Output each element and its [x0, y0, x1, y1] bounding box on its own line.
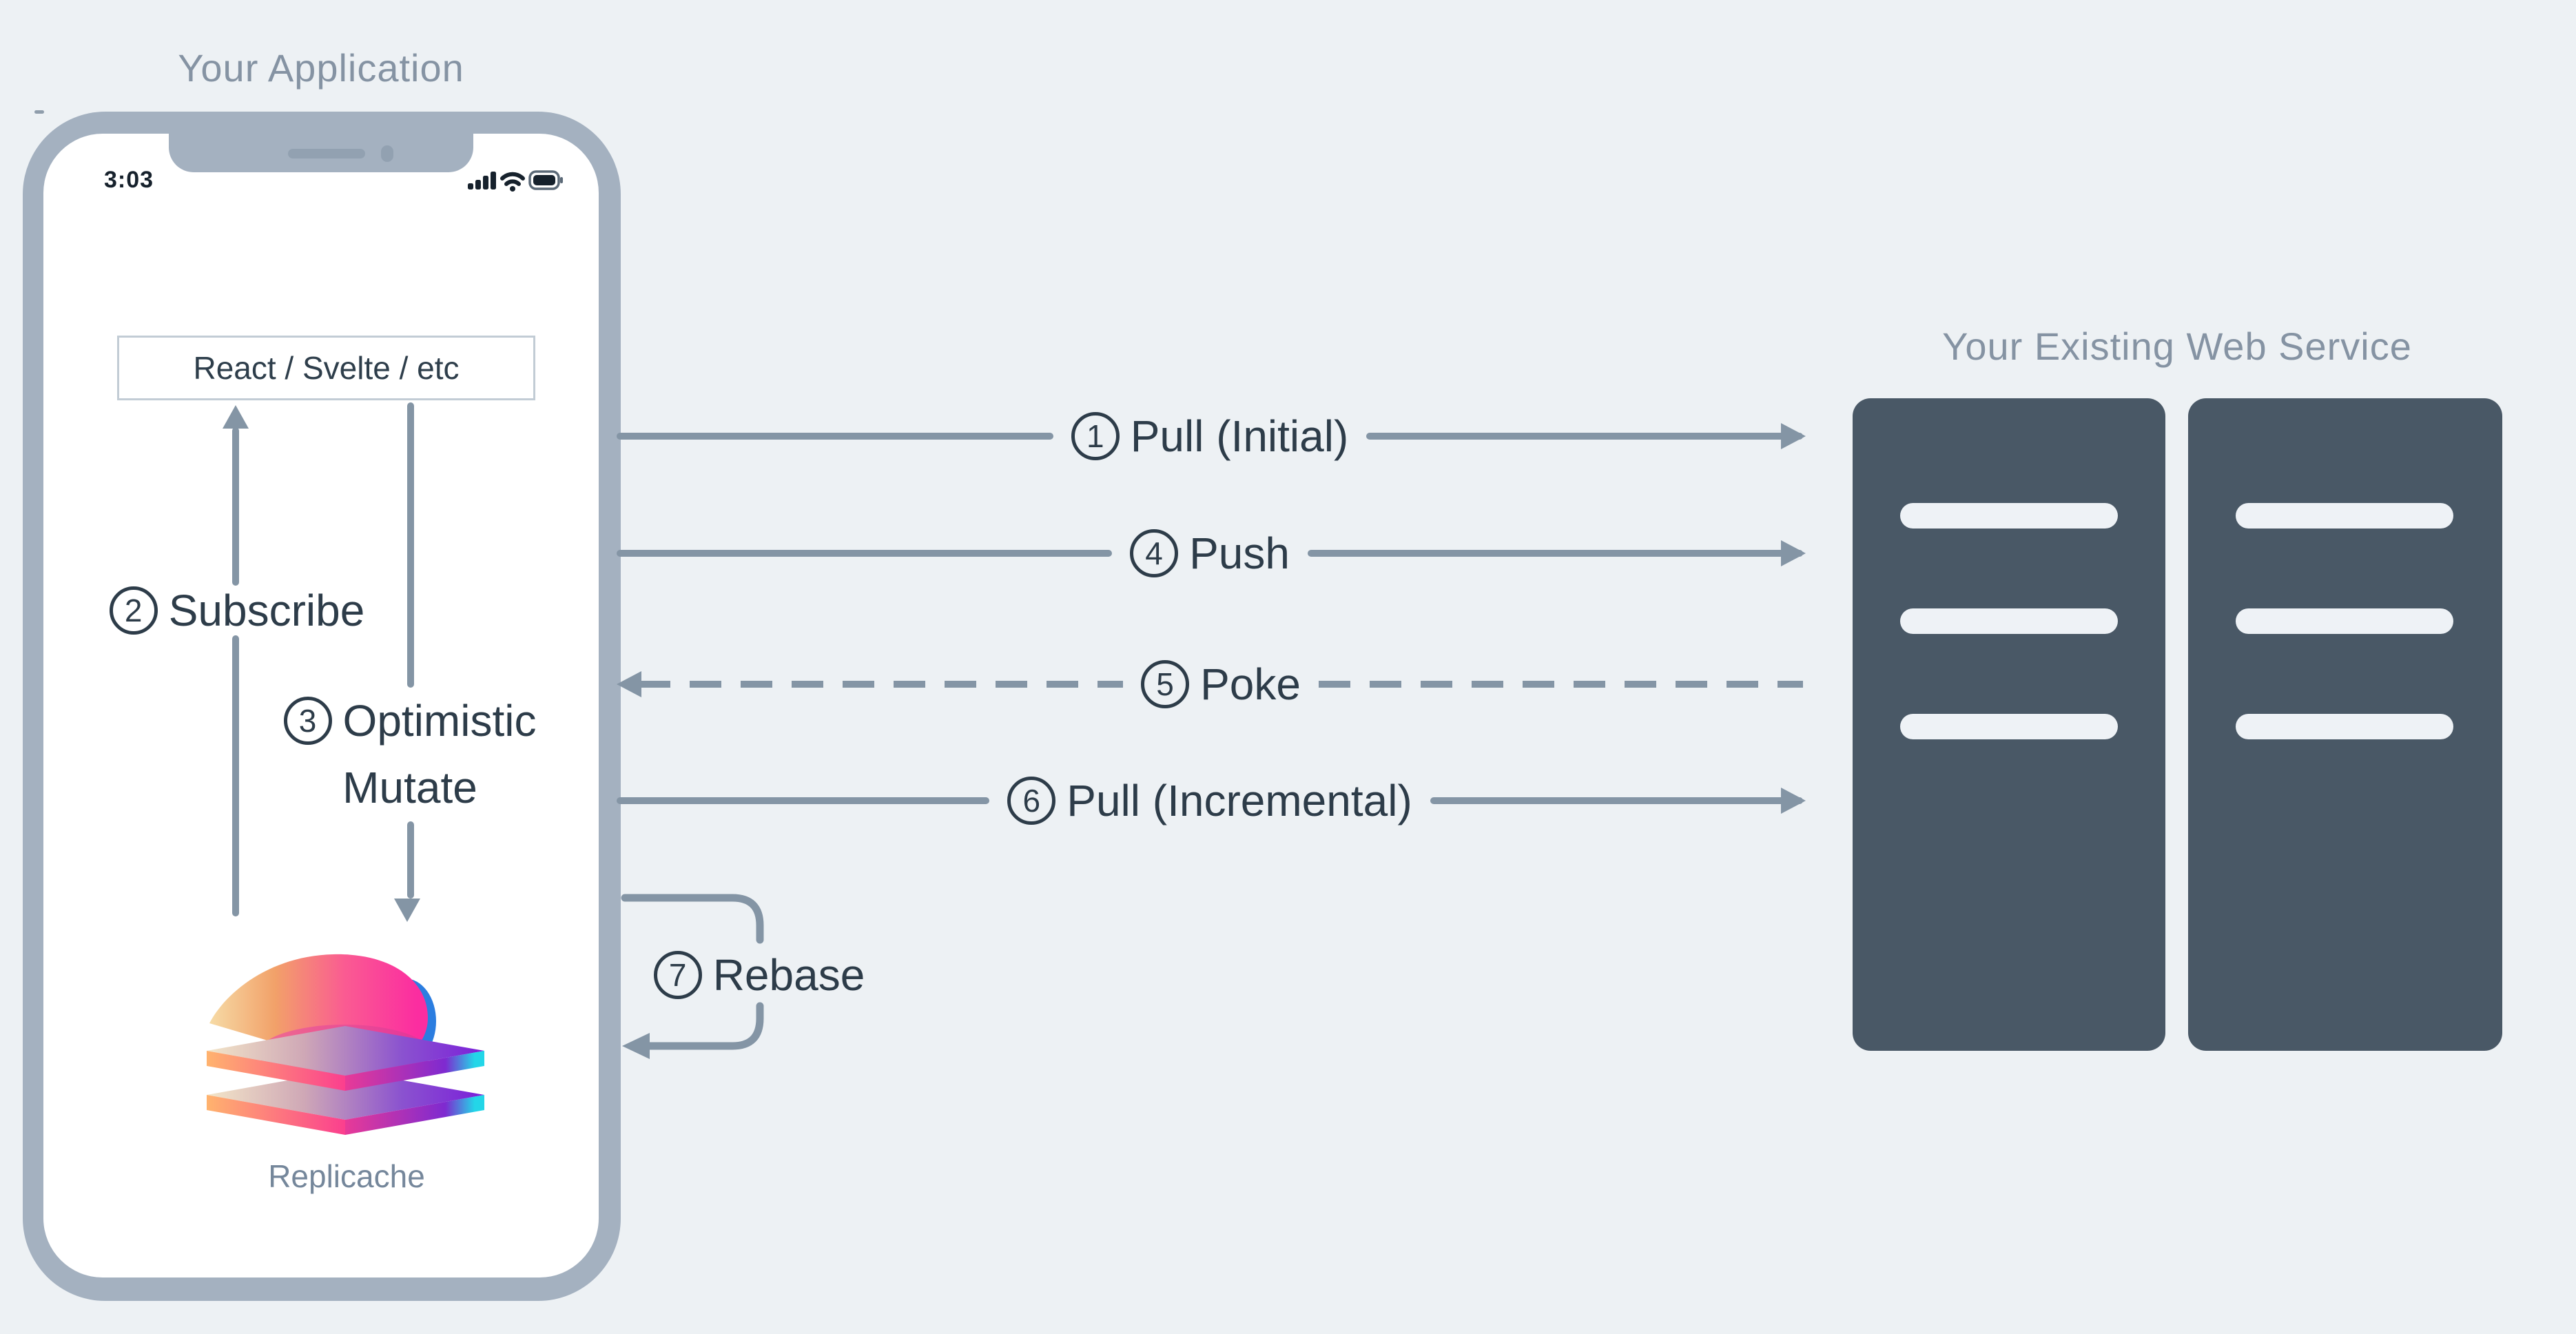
server-slot [1900, 714, 2118, 739]
server-slot [2236, 608, 2453, 634]
arrowhead-right-icon [1781, 540, 1806, 566]
status-icons [468, 170, 563, 192]
step-number-2: 2 [109, 586, 158, 635]
framework-box-label: React / Svelte / etc [193, 350, 460, 386]
pull-initial-text: Pull (Initial) [1130, 411, 1349, 461]
flow-label-mutate: Mutate [238, 761, 582, 814]
line-segment [1430, 788, 1806, 814]
flow-label: 1 Pull (Initial) [1053, 411, 1367, 462]
signal-icon [468, 172, 496, 189]
line-segment [617, 433, 1053, 440]
mutate-line-bottom [407, 821, 414, 899]
flow-label: 5 Poke [1123, 659, 1319, 710]
line-segment [1366, 423, 1806, 449]
app-title: Your Application [178, 46, 464, 90]
subscribe-line-bottom [232, 635, 239, 916]
mutate-line-top [407, 402, 414, 688]
flow-label-optimistic: 3 Optimistic [238, 695, 582, 747]
battery-icon [528, 170, 563, 190]
wifi-dot [510, 186, 515, 192]
flow-label-rebase: 7 Rebase [635, 949, 883, 1001]
flow-label: 4 Push [1112, 528, 1308, 579]
flow-pull-initial: 1 Pull (Initial) [617, 409, 1806, 464]
rebase-text: Rebase [712, 950, 865, 1000]
flow-label-subscribe: 2 Subscribe [72, 584, 402, 637]
push-text: Push [1189, 529, 1290, 578]
line-segment [617, 550, 1113, 557]
status-time: 3:03 [104, 167, 154, 193]
arrowhead-left-icon [617, 671, 641, 697]
flow-poke: 5 Poke [617, 657, 1803, 712]
server-slot [2236, 503, 2453, 529]
step-number-7: 7 [653, 951, 702, 999]
line-segment [1307, 540, 1806, 566]
subscribe-text: Subscribe [168, 586, 365, 635]
server-slot [1900, 503, 2118, 529]
step-number-5: 5 [1141, 660, 1190, 708]
camera-dot-icon [381, 145, 393, 162]
step-number-4: 4 [1130, 529, 1179, 577]
arrowhead-left-icon [622, 1033, 650, 1059]
step-number-6: 6 [1007, 777, 1056, 825]
dashed-line-segment [1318, 681, 1803, 688]
framework-box: React / Svelte / etc [117, 336, 535, 400]
server-slot [2236, 714, 2453, 739]
pull-incremental-text: Pull (Incremental) [1067, 776, 1412, 825]
speaker-slot-icon [288, 149, 365, 158]
poke-text: Poke [1200, 659, 1301, 709]
server-tower-right [2188, 398, 2502, 1051]
server-slot [1900, 608, 2118, 634]
step-number-3: 3 [283, 697, 332, 745]
subscribe-arrowhead-up [223, 405, 249, 429]
arrowhead-right-icon [1781, 423, 1806, 449]
phone-notch [169, 134, 473, 172]
flow-label: 6 Pull (Incremental) [989, 775, 1430, 826]
replicache-label: Replicache [268, 1158, 425, 1194]
optimistic-text: Optimistic [342, 696, 537, 746]
dashed-line-segment [639, 681, 1124, 688]
replicache-logo [207, 954, 484, 1135]
corner-dash [34, 110, 44, 114]
step-number-1: 1 [1071, 412, 1120, 460]
flow-pull-incremental: 6 Pull (Incremental) [617, 773, 1806, 828]
server-tower-left [1853, 398, 2165, 1051]
rebase-loop-arrow [621, 894, 764, 1059]
line-segment [617, 797, 990, 804]
arrowhead-right-icon [1781, 788, 1806, 814]
web-service-title: Your Existing Web Service [1942, 325, 2412, 368]
mutate-arrowhead-down [394, 899, 420, 922]
flow-push: 4 Push [617, 526, 1806, 581]
subscribe-line-top [232, 427, 239, 586]
mutate-text: Mutate [342, 763, 477, 812]
wifi-icon [500, 172, 525, 186]
